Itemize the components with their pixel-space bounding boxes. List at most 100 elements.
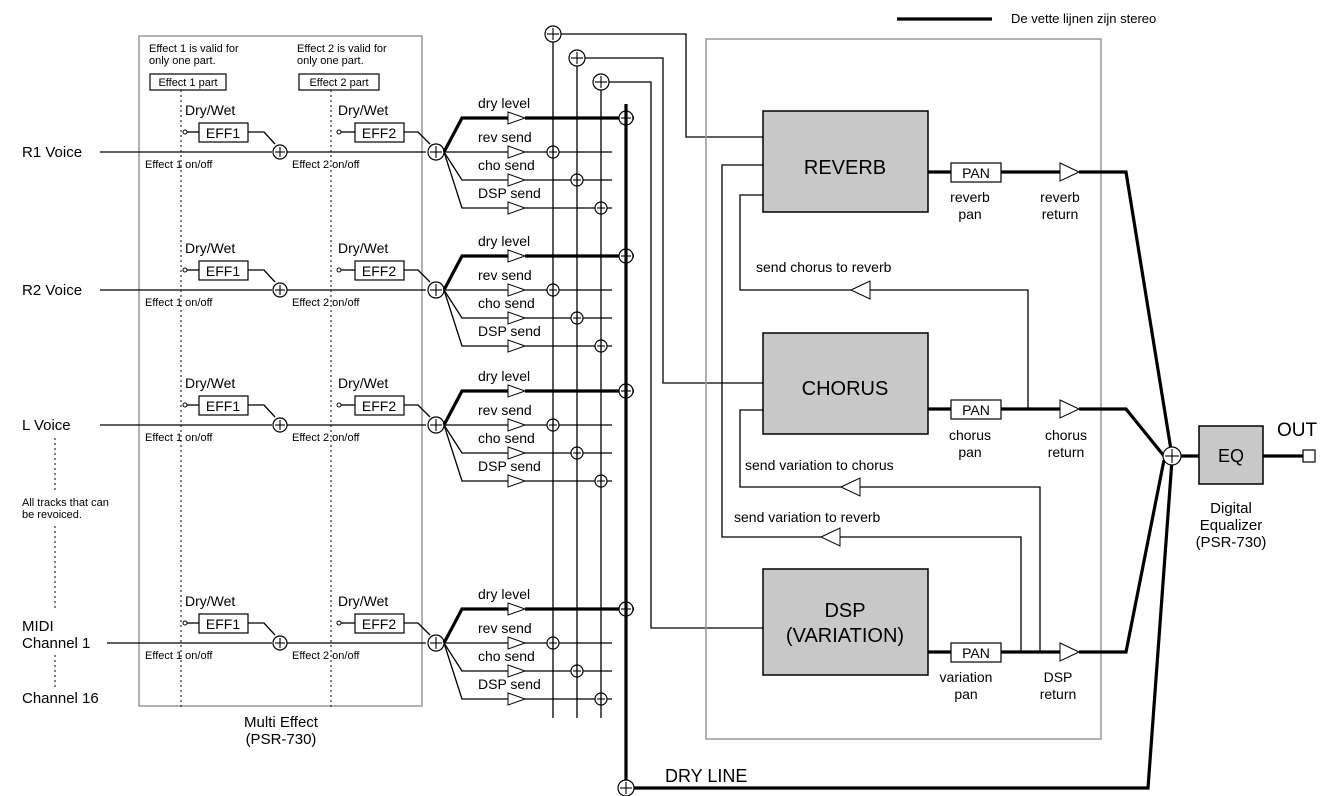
- effect1-onoff-label: Effect 1 on/off: [145, 297, 213, 309]
- effects-frame: [705, 38, 1102, 740]
- dry-level-label: dry level: [478, 586, 530, 602]
- reverb-pan-label: PAN: [962, 165, 990, 181]
- chorus-to-reverb-line: [870, 289, 1029, 409]
- dry-line-sum: [617, 779, 635, 796]
- variation-to-reverb-label: send variation to reverb: [734, 509, 881, 525]
- variation-to-chorus-return: [739, 409, 841, 488]
- dry-wet-2-label: Dry/Wet: [338, 102, 388, 118]
- dry-level-line: [442, 116, 508, 153]
- dsp-send-label: DSP send: [478, 676, 541, 692]
- dry-wet-2-switch: [336, 267, 342, 273]
- reverb-return-caption-line2: return: [1042, 206, 1079, 222]
- effect2-part-label: Effect 2 part: [309, 77, 368, 89]
- chorus-return-amp: [1059, 399, 1081, 419]
- rev-send-amp: [507, 636, 527, 650]
- eff2-label: EFF2: [362, 125, 396, 141]
- eff1-out-line: [248, 269, 276, 283]
- channel-label-line1: MIDI: [22, 618, 54, 635]
- rev-send-amp: [507, 283, 527, 297]
- cho-send-amp: [507, 311, 527, 325]
- row-output-sum: [427, 416, 445, 434]
- cho-send-line: [443, 642, 508, 672]
- reverb-block: [762, 110, 929, 213]
- chorus-pan-label: PAN: [962, 402, 990, 418]
- effect2-note-line2: only one part.: [297, 55, 364, 67]
- dsp-send-amp: [507, 339, 527, 353]
- dry-level-line: [442, 254, 508, 291]
- eff1-label: EFF1: [206, 263, 240, 279]
- effect2-part-box: [298, 73, 380, 91]
- cho-send-amp: [507, 446, 527, 460]
- rev-send-label: rev send: [478, 620, 532, 636]
- variation-to-chorus-label: send variation to chorus: [745, 457, 894, 473]
- dry-line-label: DRY LINE: [665, 766, 747, 786]
- rev-send-amp: [507, 418, 527, 432]
- out-terminal: [1302, 449, 1316, 463]
- eff2-out-line: [404, 269, 431, 283]
- effect2-note-line1: Effect 2 is valid for: [297, 43, 387, 55]
- reverb-pan-caption-line1: reverb: [950, 189, 990, 205]
- eq-caption-line3: (PSR-730): [1196, 534, 1267, 551]
- dry-wet-2-label: Dry/Wet: [338, 375, 388, 391]
- dsp-return-line: [1079, 459, 1166, 654]
- eq-caption-line1: Digital: [1210, 500, 1252, 517]
- cho-send-label: cho send: [478, 430, 535, 446]
- reverb-block-label: REVERB: [804, 157, 886, 179]
- multi-effect-sublabel: (PSR-730): [246, 731, 317, 748]
- dry-line-path: [626, 459, 1174, 790]
- dsp-send-line: [443, 424, 508, 482]
- eff1-out-line: [248, 404, 276, 418]
- dry-level-label: dry level: [478, 368, 530, 384]
- dry-level-label: dry level: [478, 95, 530, 111]
- dry-wet-1-label: Dry/Wet: [185, 593, 235, 609]
- all-tracks-label-line2: be revoiced.: [22, 509, 82, 521]
- variation-to-reverb-return: [721, 164, 821, 538]
- variation-to-chorus-line: [860, 486, 1041, 652]
- eff1-label: EFF1: [206, 398, 240, 414]
- chorus-bus-route: [585, 57, 763, 384]
- cho-send-line: [443, 151, 508, 181]
- dsp-send-label: DSP send: [478, 185, 541, 201]
- out-label: OUT: [1277, 420, 1318, 441]
- dry-wet-1-switch: [182, 402, 188, 408]
- variation-to-chorus-amp: [839, 477, 861, 497]
- dsp-send-line: [443, 151, 508, 209]
- reverb-return-caption-line1: reverb: [1040, 189, 1080, 205]
- variation-pan-label: PAN: [962, 645, 990, 661]
- chorus-return-line: [1079, 407, 1166, 458]
- dry-wet-1-switch: [182, 129, 188, 135]
- effect1-mix-sum: [272, 282, 288, 298]
- dsp-block-label-line1: DSP: [824, 600, 865, 622]
- multi-effect-frame: [138, 35, 423, 707]
- dry-wet-1-switch: [182, 620, 188, 626]
- cho-send-line: [443, 289, 508, 319]
- dsp-block-label-line2: (VARIATION): [786, 625, 904, 647]
- eff2-label: EFF2: [362, 398, 396, 414]
- dsp-send-amp: [507, 474, 527, 488]
- dry-wet-2-label: Dry/Wet: [338, 240, 388, 256]
- effect1-mix-sum: [272, 635, 288, 651]
- variation-pan-caption-line2: pan: [954, 686, 977, 702]
- dry-wet-2-switch: [336, 620, 342, 626]
- rev-send-label: rev send: [478, 402, 532, 418]
- chorus-to-reverb-amp: [849, 280, 871, 300]
- chorus-block: [762, 332, 929, 435]
- dsp-send-amp: [507, 201, 527, 215]
- chorus-to-reverb-label: send chorus to reverb: [756, 259, 892, 275]
- rev-send-amp: [507, 145, 527, 159]
- eff1-out-line: [248, 622, 276, 636]
- reverb-bus-route: [561, 33, 763, 138]
- effect1-note-line2: only one part.: [149, 55, 216, 67]
- effect2-onoff-label: Effect 2 on/off: [292, 432, 360, 444]
- dry-level-line: [442, 607, 508, 644]
- effect1-part-box: [149, 73, 227, 91]
- dsp-return-amp: [1059, 642, 1081, 662]
- eff1-label: EFF1: [206, 616, 240, 632]
- chorus-pan-caption-line2: pan: [958, 444, 981, 460]
- effect2-onoff-label: Effect 2 on/off: [292, 297, 360, 309]
- channel16-label: Channel 16: [22, 690, 99, 707]
- eq-caption-line2: Equalizer: [1200, 517, 1263, 534]
- dry-level-amp: [507, 384, 527, 398]
